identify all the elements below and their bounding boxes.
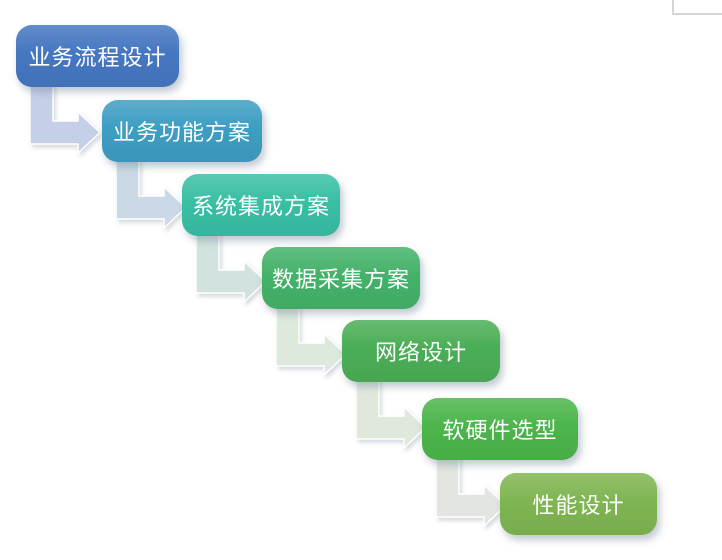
flow-step-label: 业务功能方案 xyxy=(112,120,251,145)
flow-step-label: 网络设计 xyxy=(374,340,467,365)
flow-step-business-process-design: 业务流程设计 xyxy=(16,25,179,87)
flow-step-hardware-software-selection: 软硬件选型 xyxy=(422,398,578,460)
connector-arrow-5 xyxy=(356,374,426,449)
connector-arrow-1 xyxy=(30,79,100,154)
window-corner-fragment xyxy=(672,0,722,15)
flow-step-label: 性能设计 xyxy=(532,493,625,518)
connector-arrow-4 xyxy=(276,301,346,376)
connector-arrow-6 xyxy=(436,452,506,527)
flow-step-label: 业务流程设计 xyxy=(28,45,167,70)
connector-arrow-3 xyxy=(196,228,266,303)
flow-step-label: 软硬件选型 xyxy=(442,418,558,443)
connector-arrow-2 xyxy=(116,154,186,229)
flow-step-system-integration-plan: 系统集成方案 xyxy=(182,174,340,236)
flow-step-label: 系统集成方案 xyxy=(191,194,330,219)
flow-step-business-function-plan: 业务功能方案 xyxy=(102,100,262,162)
flow-step-data-collection-plan: 数据采集方案 xyxy=(262,247,420,309)
flow-step-performance-design: 性能设计 xyxy=(500,473,657,535)
flow-step-label: 数据采集方案 xyxy=(271,267,410,292)
flow-step-network-design: 网络设计 xyxy=(342,320,500,382)
